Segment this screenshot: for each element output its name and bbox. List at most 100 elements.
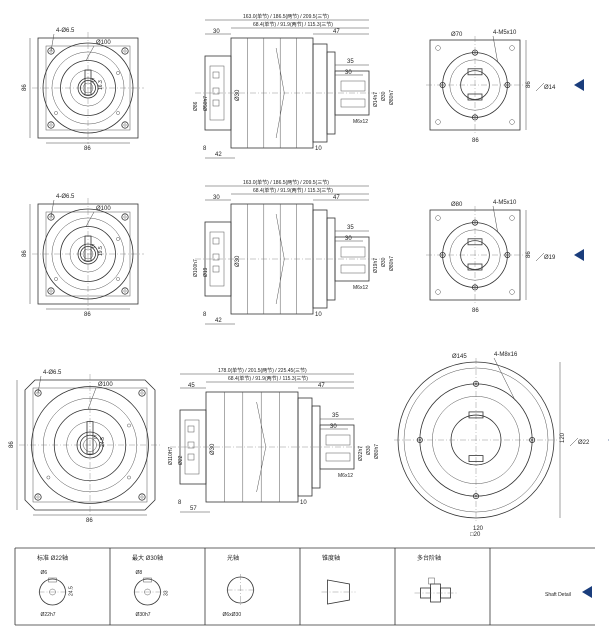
key-h-label: 16.3 xyxy=(98,80,104,90)
shaft-option-3: 锥度轴 xyxy=(321,554,356,605)
corner-hole xyxy=(509,45,515,51)
corner-hole xyxy=(435,45,441,51)
flange-ring xyxy=(42,397,138,493)
screw-hole xyxy=(46,475,51,480)
mounting-hole xyxy=(47,213,55,221)
flange-ring xyxy=(53,408,127,482)
key-len2-label: 30 xyxy=(345,70,352,76)
bore-fit-label: Ø80h7 xyxy=(374,444,380,459)
shaft-option-label: 光轴 xyxy=(227,554,239,562)
d10-label: 10 xyxy=(300,500,307,506)
mounting-hole-center xyxy=(36,495,40,499)
mounting-hole-center xyxy=(123,289,127,293)
screw-hole xyxy=(127,423,131,428)
leader xyxy=(87,387,97,410)
mounting-hole xyxy=(34,493,42,501)
mounting-hole-center xyxy=(123,49,127,53)
tapped-hole xyxy=(340,98,366,108)
overall-length-label: 178.0(单节) / 201.5(两节) / 225.45(三节) xyxy=(218,367,307,374)
mounting-hole-center xyxy=(123,215,127,219)
d8-label: 8 xyxy=(178,500,182,506)
mounting-hole xyxy=(121,287,129,295)
callout-arrow xyxy=(574,249,584,261)
shaft-key xyxy=(84,235,92,262)
tapped-hole xyxy=(471,114,478,121)
width-dim: 86 xyxy=(86,518,93,524)
bore-fit-label: Ø80h7 xyxy=(389,90,395,105)
shaft-end xyxy=(79,434,101,456)
tapped-hole xyxy=(504,251,511,258)
screw-hole xyxy=(54,111,58,115)
shaft-dim: 24.5 xyxy=(69,586,75,596)
shaft-end xyxy=(80,246,96,262)
mounting-hole-center xyxy=(49,289,53,293)
flange-ring xyxy=(82,82,94,94)
overall-length-label: 163.0(单节) / 186.5(两节) / 209.5(三节) xyxy=(243,13,329,20)
detail-arrow xyxy=(582,586,592,598)
mounting-hole xyxy=(121,47,129,55)
face-width-label: 120 xyxy=(473,526,484,532)
face-size-label: 86 xyxy=(526,251,532,258)
corner-hole xyxy=(435,215,441,221)
shaft-dim: Ø6 xyxy=(41,570,48,576)
corner-hole xyxy=(509,215,515,221)
shaft-callout: Ø14 xyxy=(544,85,556,91)
holes-label: 4-Ø6.5 xyxy=(56,194,75,200)
flange-ring xyxy=(42,42,134,134)
tapped-hole xyxy=(472,493,479,500)
frame-dim: 86 xyxy=(22,250,28,257)
tapped-hole xyxy=(471,219,478,226)
face-size-label: 86 xyxy=(526,81,532,88)
key-slot xyxy=(467,238,483,246)
tapped-hole xyxy=(439,82,446,89)
key-w-label: 5 xyxy=(92,78,95,84)
screw-label: M6x12 xyxy=(353,285,368,291)
corner-hole xyxy=(509,289,515,295)
bottom-dim-label: 42 xyxy=(215,152,222,158)
shaft-fit-label: Ø19h7 xyxy=(373,258,379,273)
flange-ring xyxy=(51,51,125,125)
flange-ring xyxy=(42,208,134,300)
face-pcd-label: Ø80 xyxy=(451,202,463,208)
screw-label: M6x12 xyxy=(353,119,368,125)
screw-hole xyxy=(116,111,120,115)
clamp-screw xyxy=(212,87,220,95)
shaft-option-label: 锥度轴 xyxy=(322,554,340,562)
tapped-hole xyxy=(471,284,478,291)
pilot-label: Ø86 xyxy=(193,101,199,111)
shaft-dim: Ø6xØ30 xyxy=(223,612,242,618)
tapped-hole xyxy=(439,251,446,258)
flange-ring xyxy=(76,431,104,459)
bevel-line xyxy=(275,213,285,260)
keyway xyxy=(325,434,351,446)
tapped-hole-center xyxy=(441,83,444,87)
tapped-hole-center xyxy=(506,253,509,257)
clamp-screw xyxy=(212,99,220,107)
screw-label: M6x12 xyxy=(338,473,353,479)
housing-d-label: Ø30 xyxy=(235,89,241,101)
bottom-dim-label: 57 xyxy=(190,506,197,512)
key-len2-label: 30 xyxy=(330,424,337,430)
overall-length-label: 163.0(单节) / 186.5(两节) / 209.5(三节) xyxy=(243,179,329,186)
leader xyxy=(50,33,55,52)
width-dim: 86 xyxy=(84,146,91,152)
shaft-dim: Ø30h7 xyxy=(136,612,151,618)
shaft-len-label: 47 xyxy=(333,195,340,201)
shaft-fit-label: Ø14h7 xyxy=(373,92,379,107)
shaft-option-4: 多台阶轴 xyxy=(414,554,457,603)
mounting-hole xyxy=(47,121,55,129)
callout-leader xyxy=(569,437,579,447)
flange-d-label: Ø19 xyxy=(203,267,209,277)
shaft-d-label: Ø30 xyxy=(381,257,387,267)
leader xyxy=(492,205,498,233)
body-length-label: 68.4(单节) / 91.9(两节) / 115.3(三节) xyxy=(253,187,333,194)
key-slot xyxy=(467,263,483,271)
face-width-label: 86 xyxy=(472,308,479,314)
leader xyxy=(37,375,42,394)
shaft-key xyxy=(48,577,57,583)
face-holes-label: 4-M8x16 xyxy=(494,352,518,358)
